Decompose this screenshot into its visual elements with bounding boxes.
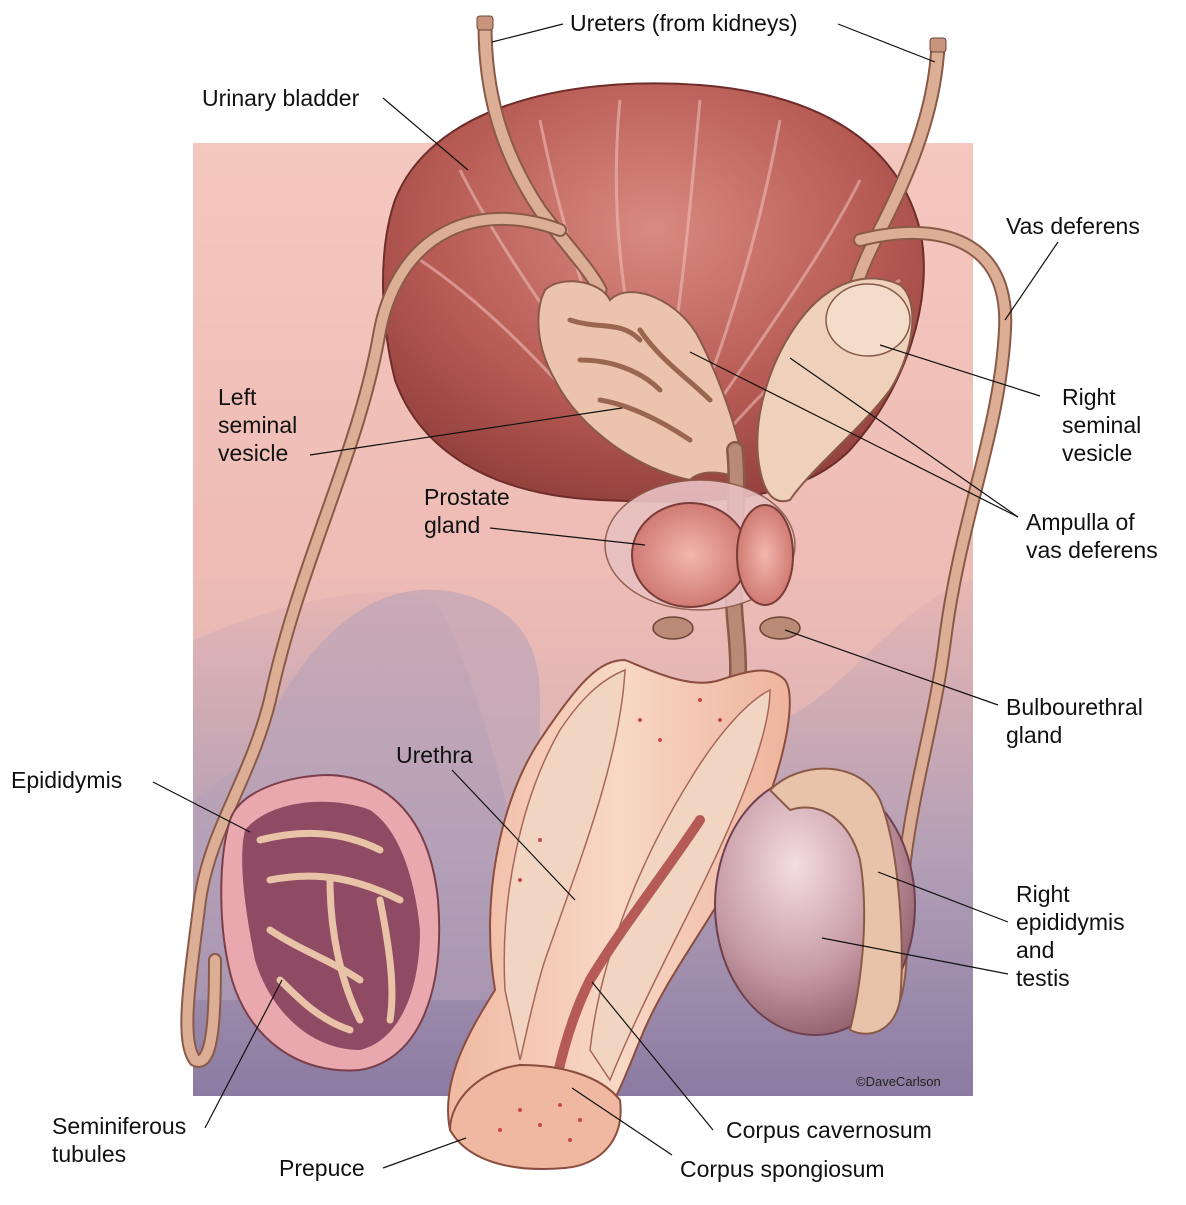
label-prostate-gland-line-2: gland [424,512,481,538]
copyright-notice: ©DaveCarlson [856,1074,941,1089]
leader-lines [152,23,1059,1169]
label-urethra: Urethra [396,742,473,768]
leader-corpus-spongiosum [571,1087,673,1156]
label-vas-deferens: Vas deferens [1006,213,1140,239]
leader-prostate [489,527,646,546]
label-seminiferous-tubules-line-1: Seminiferous [52,1113,187,1139]
seminal-vesicle-folds [567,317,713,443]
leader-ureters-left [491,23,564,43]
label-left-seminal-vesicle-line-1: Left [218,384,257,410]
right-seminal-vesicle-lobe [825,283,911,357]
leader-bulbourethral [784,629,999,706]
label-prostate-gland-line-1: Prostate [424,484,510,510]
leader-seminiferous [204,979,283,1129]
label-prepuce: Prepuce [279,1155,365,1181]
prostate-gland-right [736,504,794,606]
label-left-seminal-vesicle-line-3: vesicle [218,440,289,466]
seminiferous-tubules [256,829,404,1034]
leader-testis [821,937,1009,975]
label-ureters: Ureters (from kidneys) [570,10,798,36]
label-right-seminal-vesicle-line-2: seminal [1062,412,1142,438]
label-left-seminal-vesicle-line-2: seminal [218,412,298,438]
label-right-epididymis-testis-line-2: epididymis [1016,909,1125,935]
leader-urinary-bladder [382,97,469,171]
label-seminiferous-tubules-line-2: tubules [52,1141,127,1167]
leader-ureters-right [837,23,936,63]
ureter-left-fill [479,19,606,296]
spongiosum-speckles [498,698,722,1142]
corpus-cavernosum-right [589,688,771,1082]
label-prostate-gland: Prostate gland [424,483,510,539]
label-right-seminal-vesicle-line-3: vesicle [1062,440,1133,466]
leader-epididymis [152,781,251,833]
ureter-left-end [476,15,494,31]
leader-corpus-cavernosum [591,981,714,1131]
ureter-right-end [929,37,947,53]
label-right-epididymis-testis: Right epididymis and testis [1016,880,1125,992]
prostate-gland [631,502,749,608]
corpus-cavernosum-left [503,668,626,1061]
right-epididymis [768,767,903,1035]
leader-right-epididymis [877,871,1009,923]
label-left-seminal-vesicle: Left seminal vesicle [218,383,297,467]
label-corpus-cavernosum: Corpus cavernosum [726,1117,932,1143]
label-right-epididymis-testis-line-4: testis [1016,965,1070,991]
label-right-epididymis-testis-line-1: Right [1016,881,1070,907]
bulbourethral-gland-left [652,616,694,640]
label-corpus-spongiosum: Corpus spongiosum [680,1156,885,1182]
leader-vas-deferens [1004,241,1059,321]
label-ampulla-line-2: vas deferens [1026,537,1158,563]
leader-left-seminal-vesicle [309,407,623,456]
label-ampulla: Ampulla of vas deferens [1026,508,1158,564]
leader-urethra [451,769,576,901]
glans-prepuce [448,1063,622,1171]
label-right-seminal-vesicle: Right seminal vesicle [1062,383,1141,467]
label-seminiferous-tubules: Seminiferous tubules [52,1112,186,1168]
leader-ampulla-2 [789,357,1019,518]
label-ampulla-line-1: Ampulla of [1026,509,1135,535]
label-urinary-bladder: Urinary bladder [202,85,360,111]
leader-prepuce [382,1137,467,1169]
label-right-seminal-vesicle-line-1: Right [1062,384,1116,410]
leader-right-seminal-vesicle [879,344,1041,397]
label-bulbourethral-gland-line-2: gland [1006,722,1063,748]
label-bulbourethral-gland-line-1: Bulbourethral [1006,694,1143,720]
label-right-epididymis-testis-line-3: and [1016,937,1055,963]
label-bulbourethral-gland: Bulbourethral gland [1006,693,1143,749]
vas-deferens-left-fill [182,213,565,1066]
label-epididymis: Epididymis [11,767,123,793]
leader-ampulla-1 [689,351,1019,518]
ureter-right-fill [849,39,944,296]
bulbourethral-gland-right [759,616,801,640]
